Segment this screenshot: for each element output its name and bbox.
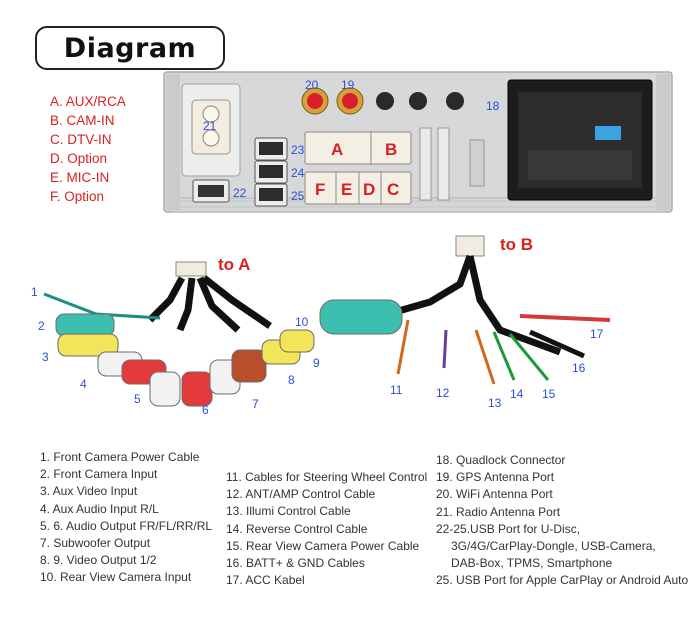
- port-label-18: 18: [486, 99, 500, 113]
- cable-label-1: 1: [31, 285, 38, 299]
- list-item: 17. ACC Kabel: [226, 573, 305, 588]
- connector-letter-b: B: [385, 140, 397, 159]
- legend-item-d: D. Option: [50, 151, 108, 166]
- list-item: 15. Rear View Camera Power Cable: [226, 538, 420, 553]
- cable-label-9: 9: [313, 356, 320, 370]
- legend-item-a: A. AUX/RCA: [50, 94, 126, 109]
- port-list-column-3: 18. Quadlock Connector 19. GPS Antenna P…: [436, 452, 688, 590]
- legend-item-b: B. CAM-IN: [50, 113, 115, 128]
- cable-label-17: 17: [590, 327, 604, 341]
- list-item: 1. Front Camera Power Cable: [40, 450, 200, 464]
- list-item: 21. Radio Antenna Port: [436, 504, 561, 519]
- cable-label-11: 11: [390, 383, 403, 397]
- harness-b: [319, 235, 611, 385]
- cable-label-4: 4: [80, 377, 87, 391]
- connector-letter-e: E: [341, 180, 352, 199]
- cable-label-12: 12: [436, 386, 450, 400]
- cable-label-5: 5: [134, 392, 141, 406]
- port-label-23: 23: [291, 143, 305, 157]
- list-item: 14. Reverse Control Cable: [226, 521, 368, 536]
- rear-panel: [163, 71, 673, 213]
- list-item: 3. Aux Video Input: [40, 484, 138, 499]
- cable-label-8: 8: [288, 373, 295, 387]
- connector-letter-c: C: [387, 180, 399, 199]
- harness-a: [43, 261, 315, 407]
- port-label-25: 25: [291, 189, 305, 203]
- legend-item-f: F. Option: [50, 189, 105, 204]
- list-item: 25. USB Port for Apple CarPlay or Androi…: [436, 573, 689, 588]
- legend-item-e: E. MIC-IN: [50, 170, 110, 185]
- connector-legend: A. AUX/RCA B. CAM-IN C. DTV-IN D. Option…: [50, 92, 126, 206]
- cable-label-6: 6: [202, 403, 209, 417]
- port-label-20: 20: [305, 78, 319, 92]
- cable-label-2: 2: [38, 319, 45, 333]
- cable-list-column-1: 1. Front Camera Power Cable 2. Front Cam…: [40, 449, 212, 587]
- cable-label-16: 16: [572, 361, 586, 375]
- list-item: 18. Quadlock Connector: [436, 453, 566, 467]
- list-item: DAB-Box, TPMS, Smartphone: [451, 556, 613, 571]
- legend-item-c: C. DTV-IN: [50, 132, 112, 147]
- list-item: 5. 6. Audio Output FR/FL/RR/RL: [40, 518, 213, 533]
- list-item: 13. Illumi Control Cable: [226, 504, 351, 519]
- list-item: 10. Rear View Camera Input: [40, 570, 192, 585]
- connector-letter-d: D: [363, 180, 375, 199]
- list-item: 19. GPS Antenna Port: [436, 470, 555, 485]
- list-item: 4. Aux Audio Input R/L: [40, 501, 159, 516]
- diagram-title-box: Diagram: [35, 26, 225, 70]
- list-item: 2. Front Camera Input: [40, 467, 158, 482]
- to-b-label: to B: [500, 235, 533, 254]
- port-label-22: 22: [233, 186, 247, 200]
- list-item: 7. Subwoofer Output: [40, 535, 151, 550]
- cable-label-15: 15: [542, 387, 556, 401]
- page-title: Diagram: [63, 32, 197, 64]
- list-item: 8. 9. Video Output 1/2: [40, 553, 157, 568]
- list-item: 12. ANT/AMP Control Cable: [226, 487, 376, 502]
- connector-letter-f: F: [315, 180, 325, 199]
- to-a-label: to A: [218, 255, 250, 274]
- port-label-21: 21: [203, 119, 217, 133]
- list-item: 22-25.USB Port for U-Disc,: [436, 521, 581, 536]
- cable-label-13: 13: [488, 396, 502, 410]
- port-label-19: 19: [341, 78, 355, 92]
- port-label-24: 24: [291, 166, 305, 180]
- connector-letter-a: A: [331, 140, 343, 159]
- cable-label-10: 10: [295, 315, 309, 329]
- list-item: 3G/4G/CarPlay-Dongle, USB-Camera,: [451, 538, 656, 553]
- list-item: 16. BATT+ & GND Cables: [226, 555, 365, 570]
- list-item: 11. Cables for Steering Wheel Control: [226, 470, 428, 484]
- cable-list-column-2: 11. Cables for Steering Wheel Control 12…: [226, 469, 427, 589]
- cable-label-7: 7: [252, 397, 259, 411]
- list-item: 20. WiFi Antenna Port: [436, 487, 553, 502]
- cable-label-14: 14: [510, 387, 524, 401]
- cable-label-3: 3: [42, 350, 49, 364]
